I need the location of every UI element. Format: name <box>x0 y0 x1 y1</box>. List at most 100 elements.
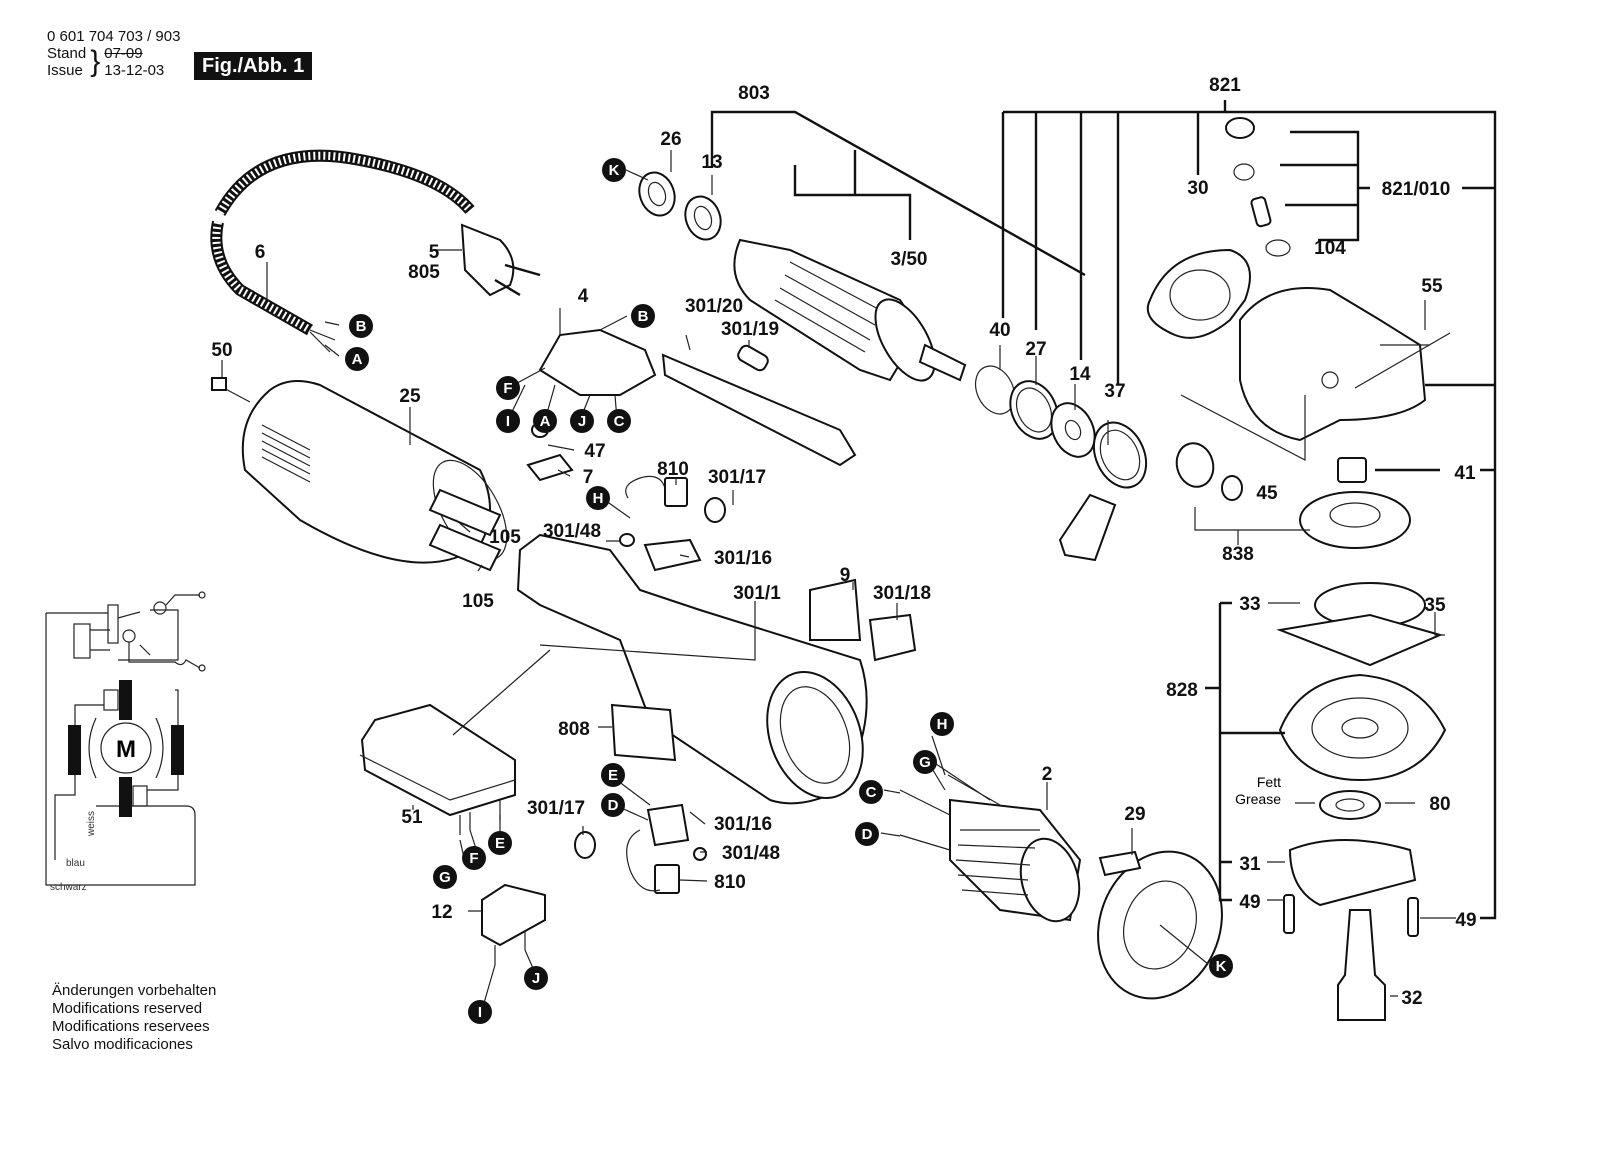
connector-G-filter: G <box>433 865 457 889</box>
brush-holders <box>574 475 726 894</box>
label-3-50: 3/50 <box>891 249 928 270</box>
svg-text:C: C <box>866 784 877 801</box>
note-line-es: Salvo modificaciones <box>52 1036 193 1053</box>
leader-lines <box>221 100 1497 1011</box>
label-9: 9 <box>840 565 851 586</box>
document-header: 0 601 704 703 / 903 Stand Issue } 07-09 … <box>47 28 180 79</box>
label-104: 104 <box>1314 238 1346 259</box>
brace-symbol: } <box>90 45 101 78</box>
wire-label-weiss: weiss <box>86 811 97 837</box>
svg-text:G: G <box>919 754 931 771</box>
gear-head-assembly <box>1146 117 1430 549</box>
bearing-stack <box>974 365 1148 562</box>
connector-G-field: G <box>913 750 937 774</box>
label-2: 2 <box>1042 764 1053 785</box>
label-301-18: 301/18 <box>873 583 931 604</box>
wire-label-schwarz: schwarz <box>50 882 87 893</box>
note-line-fr: Modifications reservees <box>52 1018 210 1035</box>
connector-H-brush: H <box>586 486 610 510</box>
label-105-a: 105 <box>489 527 521 548</box>
label-301-19: 301/19 <box>721 319 779 340</box>
wire-label-blau: blau <box>66 858 85 869</box>
motor-housing <box>516 533 917 805</box>
svg-text:K: K <box>609 162 620 179</box>
connector-J-cap: J <box>524 966 548 990</box>
svg-text:K: K <box>1216 958 1227 975</box>
svg-text:D: D <box>862 826 873 843</box>
power-cord <box>210 149 541 353</box>
label-4: 4 <box>578 286 589 307</box>
svg-text:G: G <box>439 869 451 886</box>
label-805: 805 <box>408 262 440 283</box>
label-810-a: 810 <box>657 459 689 480</box>
label-49-b: 49 <box>1455 910 1476 931</box>
svg-text:F: F <box>469 850 478 867</box>
label-29: 29 <box>1124 804 1145 825</box>
label-810-b: 810 <box>714 872 746 893</box>
filter-capacitor <box>359 703 546 965</box>
svg-text:H: H <box>937 716 948 733</box>
label-301-1: 301/1 <box>733 583 781 604</box>
part-labels: 803 821 821/010 104 26 13 3/50 30 55 5 8… <box>211 75 1476 1009</box>
wiring-schematic: M blau schwarz weiss <box>45 591 206 893</box>
label-80: 80 <box>1429 794 1450 815</box>
connector-B-cord: B <box>349 314 373 338</box>
svg-text:I: I <box>506 413 510 430</box>
label-6: 6 <box>255 242 266 263</box>
svg-text:C: C <box>614 413 625 430</box>
label-25: 25 <box>399 386 421 407</box>
label-301-16-a: 301/16 <box>714 548 772 569</box>
connector-I-cap: I <box>468 1000 492 1024</box>
svg-text:E: E <box>608 767 618 784</box>
label-301-20: 301/20 <box>685 296 743 317</box>
label-33: 33 <box>1239 594 1260 615</box>
motor-symbol-label: M <box>116 736 136 763</box>
label-105-b: 105 <box>462 591 494 612</box>
label-47: 47 <box>584 441 605 462</box>
label-13: 13 <box>701 152 722 173</box>
label-31: 31 <box>1239 854 1261 875</box>
connector-K-bottom: K <box>1209 954 1233 978</box>
connector-H-field: H <box>930 712 954 736</box>
figure-badge: Fig./Abb. 1 <box>194 52 313 80</box>
connector-D-brush: D <box>601 793 625 817</box>
label-828: 828 <box>1166 680 1198 701</box>
label-51: 51 <box>401 807 423 828</box>
svg-text:D: D <box>608 797 619 814</box>
svg-text:F: F <box>503 380 512 397</box>
label-45: 45 <box>1256 483 1278 504</box>
note-line-en: Modifications reserved <box>52 1000 203 1017</box>
label-838: 838 <box>1222 544 1254 565</box>
label-803: 803 <box>738 83 770 104</box>
rear-housing <box>211 377 508 572</box>
label-821: 821 <box>1209 75 1241 96</box>
connector-J-switch: J <box>570 409 594 433</box>
svg-text:A: A <box>540 413 551 430</box>
grease-note-fett: Fett <box>1257 774 1281 790</box>
label-37: 37 <box>1104 381 1125 402</box>
svg-text:E: E <box>495 835 505 852</box>
label-821-010: 821/010 <box>1382 179 1451 200</box>
label-27: 27 <box>1025 339 1046 360</box>
label-301-17-a: 301/17 <box>708 467 766 488</box>
connector-C-switch: C <box>607 409 631 433</box>
svg-text:I: I <box>478 1004 482 1021</box>
connector-markers: K B A B F I A J C H E D G F E J I H G C … <box>345 158 1233 1024</box>
spindle-flange-stack <box>1276 582 1447 1021</box>
issue-label: Issue <box>47 62 83 79</box>
label-5: 5 <box>429 242 440 263</box>
label-301-17-b: 301/17 <box>527 798 585 819</box>
label-301-48-a: 301/48 <box>543 521 601 542</box>
svg-text:A: A <box>352 351 363 368</box>
grease-note-grease: Grease <box>1235 791 1281 807</box>
connector-D-field: D <box>855 822 879 846</box>
label-26: 26 <box>660 129 681 150</box>
connector-F-filter: F <box>462 846 486 870</box>
label-35: 35 <box>1424 595 1446 616</box>
label-301-16-b: 301/16 <box>714 814 772 835</box>
field-coil-and-baffle <box>899 759 1223 1000</box>
stand-label: Stand <box>47 45 87 62</box>
stand-value: 07-09 <box>104 45 143 62</box>
label-50: 50 <box>211 340 232 361</box>
